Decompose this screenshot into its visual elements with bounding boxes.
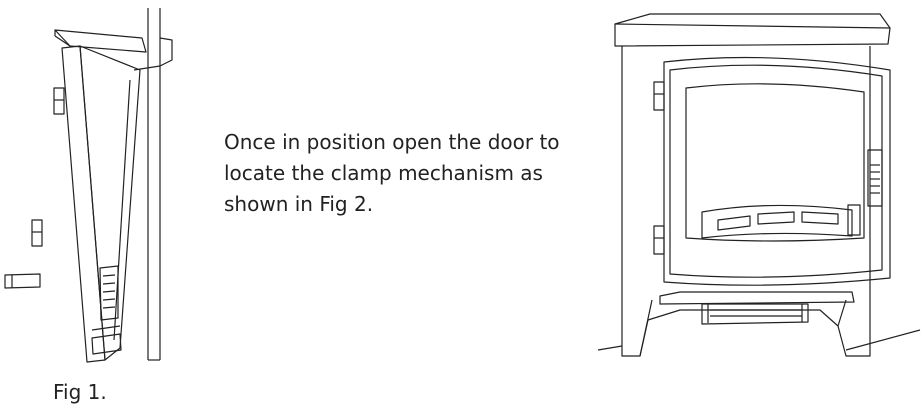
wall-drawing <box>148 8 160 360</box>
stove-door-drawing <box>664 58 890 286</box>
fig1-side-view-illustration <box>0 0 200 372</box>
top-plate-drawing <box>55 30 172 70</box>
instruction-line-2: locate the clamp mechanism as <box>224 161 543 185</box>
stove-body-drawing <box>5 46 140 362</box>
fig2-front-view-illustration <box>590 0 922 376</box>
door-hinge-drawing <box>654 82 664 254</box>
stove-base-drawing <box>660 292 854 324</box>
instruction-line-1: Once in position open the door to <box>224 130 560 154</box>
fig1-caption: Fig 1. <box>53 380 107 404</box>
stove-top-drawing <box>615 14 890 46</box>
instruction-text: Once in position open the door to locate… <box>224 127 604 220</box>
instruction-line-3: shown in Fig 2. <box>224 192 374 216</box>
